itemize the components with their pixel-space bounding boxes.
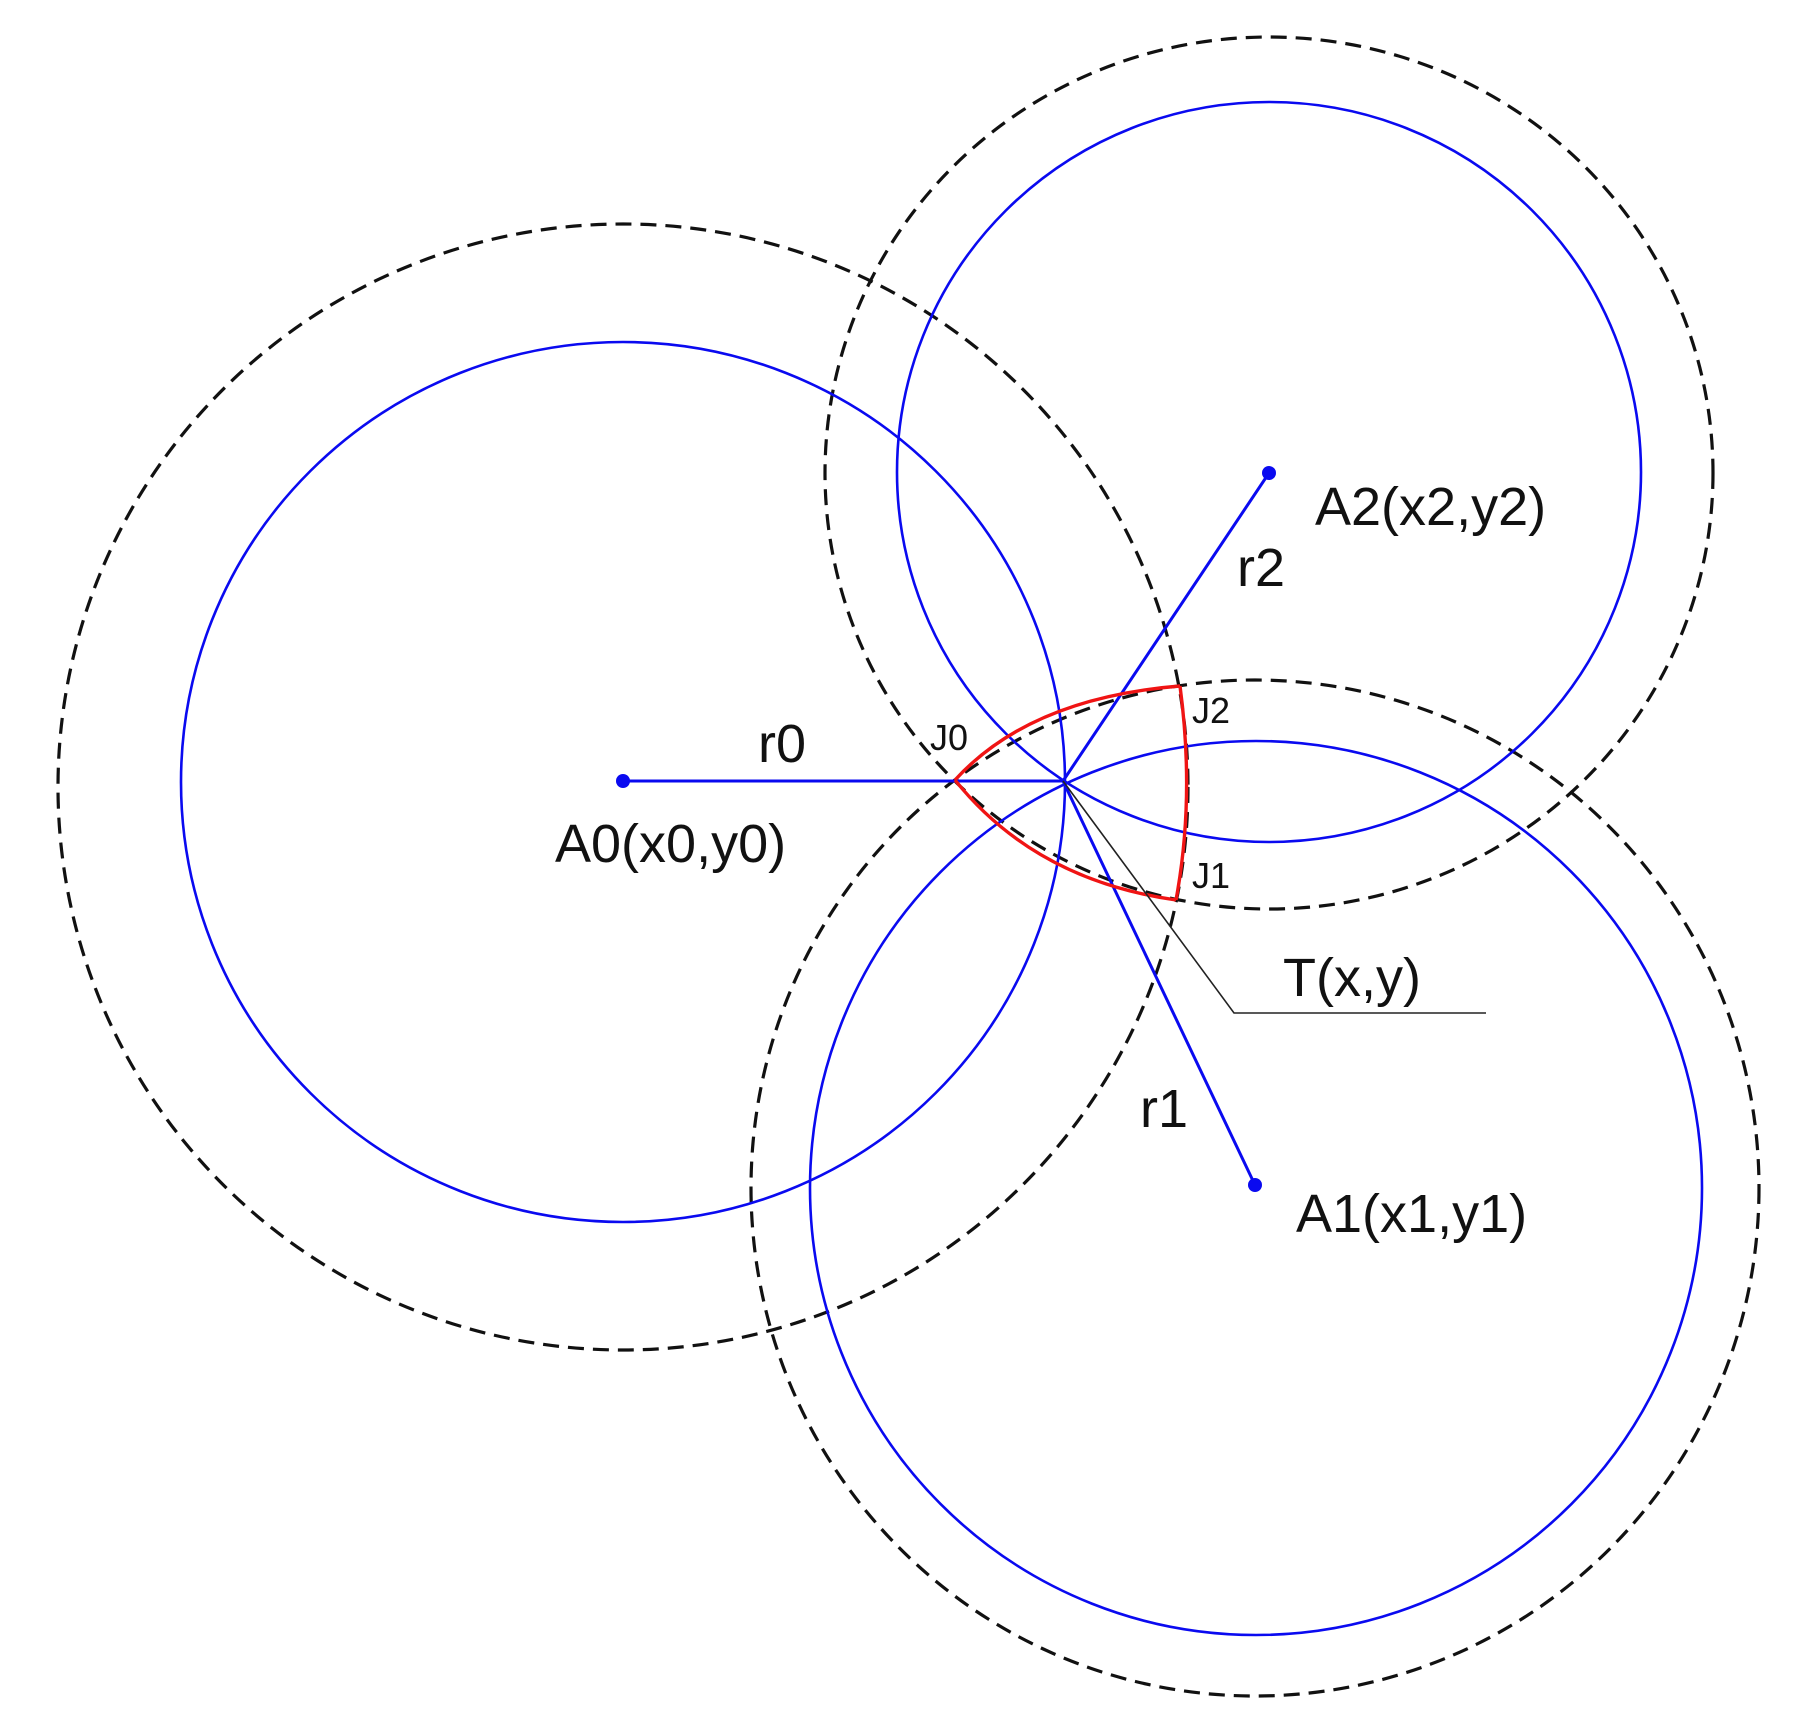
anchor-0-label: A0(x0,y0)	[555, 814, 786, 874]
anchor-2-point	[1262, 466, 1276, 480]
anchor-2-label: A2(x2,y2)	[1315, 477, 1546, 537]
anchor-1-outer-dashed-circle	[749, 678, 1761, 1698]
radius-r2-line	[1061, 472, 1271, 782]
region-arc-j2-j1	[1174, 685, 1189, 901]
anchor-2-outer-dashed-circle	[823, 35, 1715, 911]
target-leader-line	[1062, 780, 1486, 1014]
anchor-0-point	[616, 774, 630, 788]
anchor-1-label: A1(x1,y1)	[1296, 1184, 1527, 1244]
target-label: T(x,y)	[1283, 948, 1421, 1008]
region-arc-j0-j2	[953, 684, 1181, 782]
anchor-2-solid-circle	[895, 100, 1643, 844]
radius-r2-label: r2	[1237, 538, 1285, 598]
point-j2-label: J2	[1192, 690, 1230, 731]
anchor-1-point	[1248, 1178, 1262, 1192]
radius-r1-label: r1	[1140, 1079, 1188, 1139]
point-j1-label: J1	[1192, 855, 1230, 896]
region-arc-j0-j1	[953, 778, 1177, 902]
radius-r0-label: r0	[758, 714, 806, 774]
radius-r1-line	[1061, 780, 1257, 1186]
point-j0-label: J0	[930, 717, 968, 758]
anchor-1-solid-circle	[808, 739, 1704, 1637]
